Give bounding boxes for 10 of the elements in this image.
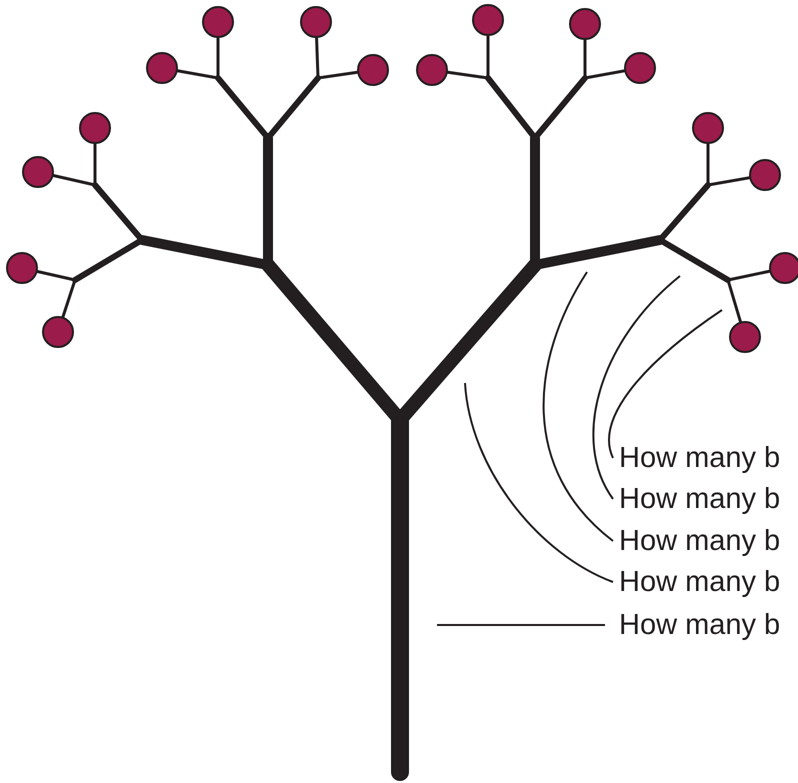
leader-line xyxy=(608,309,723,458)
leader-line xyxy=(437,624,605,626)
leader-line xyxy=(542,272,614,542)
question-label: How many b xyxy=(619,482,780,516)
question-label: How many b xyxy=(619,441,780,475)
question-label: How many b xyxy=(619,524,780,558)
question-label: How many b xyxy=(619,565,780,599)
leader-line xyxy=(592,275,681,500)
leader-line xyxy=(464,382,614,583)
question-label: How many b xyxy=(619,608,780,642)
